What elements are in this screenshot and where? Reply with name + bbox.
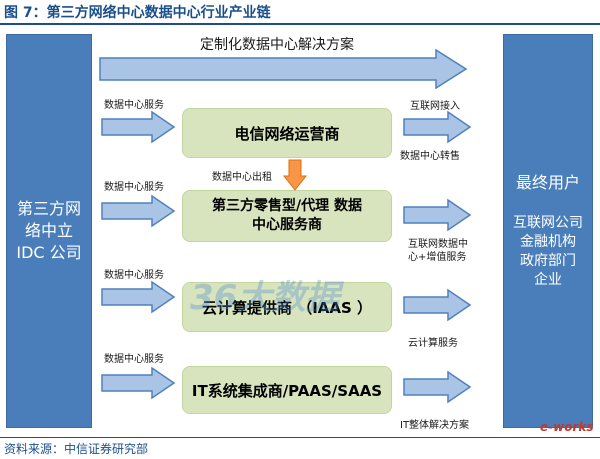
right-arrow-4 bbox=[403, 370, 472, 404]
cloud-service-label: 云计算服务 bbox=[408, 338, 458, 349]
value-added-line1: 互联网数据中 bbox=[408, 239, 468, 250]
down-arrow bbox=[282, 159, 308, 191]
custom-solution-label: 定制化数据中心解决方案 bbox=[200, 37, 354, 53]
end-user-item: 互联网公司 bbox=[513, 214, 583, 231]
left-box-line2: 络中立 bbox=[24, 221, 73, 240]
dc-service-label: 数据中心服务 bbox=[104, 270, 164, 281]
right-arrow-3 bbox=[403, 288, 472, 322]
left-arrow-4 bbox=[101, 366, 176, 400]
value-added-label: 互联网数据中 心+增值服务 bbox=[408, 238, 468, 264]
retail-box-line2: 中心服务商 bbox=[252, 217, 322, 233]
source-note: 资料来源：中信证券研究部 bbox=[4, 442, 149, 456]
right-arrow-2 bbox=[403, 198, 472, 232]
end-user-item: 政府部门 bbox=[520, 252, 576, 269]
figure-title: 图 7：第三方网络中心数据中心行业产业链 bbox=[4, 5, 271, 21]
third-party-idc-box: 第三方网 络中立 IDC 公司 bbox=[6, 34, 92, 428]
it-solution-label: IT整体解决方案 bbox=[400, 420, 470, 431]
value-added-line2: 心+增值服务 bbox=[408, 252, 467, 263]
right-arrow-1 bbox=[403, 110, 472, 144]
end-user-item: 金融机构 bbox=[520, 233, 576, 250]
left-arrow-3 bbox=[101, 280, 176, 314]
custom-solution-arrow bbox=[99, 48, 468, 90]
eworks-logo: e-works bbox=[540, 420, 594, 434]
dc-resale-label: 数据中心转售 bbox=[400, 151, 460, 162]
left-arrow-1 bbox=[101, 110, 176, 144]
end-user-item: 企业 bbox=[534, 271, 562, 288]
watermark: 36大数据 bbox=[190, 278, 340, 318]
retail-dc-provider-box: 第三方零售型/代理 数据 中心服务商 bbox=[182, 190, 392, 242]
dc-service-label: 数据中心服务 bbox=[104, 182, 164, 193]
left-box-line1: 第三方网 bbox=[16, 199, 81, 218]
left-arrow-2 bbox=[101, 194, 176, 228]
title-divider bbox=[0, 23, 600, 25]
end-users-heading: 最终用户 bbox=[515, 172, 580, 192]
cloud-provider-box: 云计算提供商 （IAAS ） bbox=[182, 282, 392, 332]
dc-service-label: 数据中心服务 bbox=[104, 354, 164, 365]
retail-box-line1: 第三方零售型/代理 数据 bbox=[212, 198, 362, 214]
internet-access-label: 互联网接入 bbox=[410, 101, 460, 112]
dc-rental-label: 数据中心出租 bbox=[212, 172, 272, 183]
bottom-divider bbox=[0, 437, 600, 438]
left-box-line3: IDC 公司 bbox=[16, 243, 82, 262]
telecom-operator-box: 电信网络运营商 bbox=[182, 108, 392, 158]
it-integrator-box: IT系统集成商/PAAS/SAAS bbox=[182, 366, 392, 414]
dc-service-label: 数据中心服务 bbox=[104, 100, 164, 111]
end-users-box: 最终用户 互联网公司 金融机构 政府部门 企业 bbox=[503, 34, 593, 428]
